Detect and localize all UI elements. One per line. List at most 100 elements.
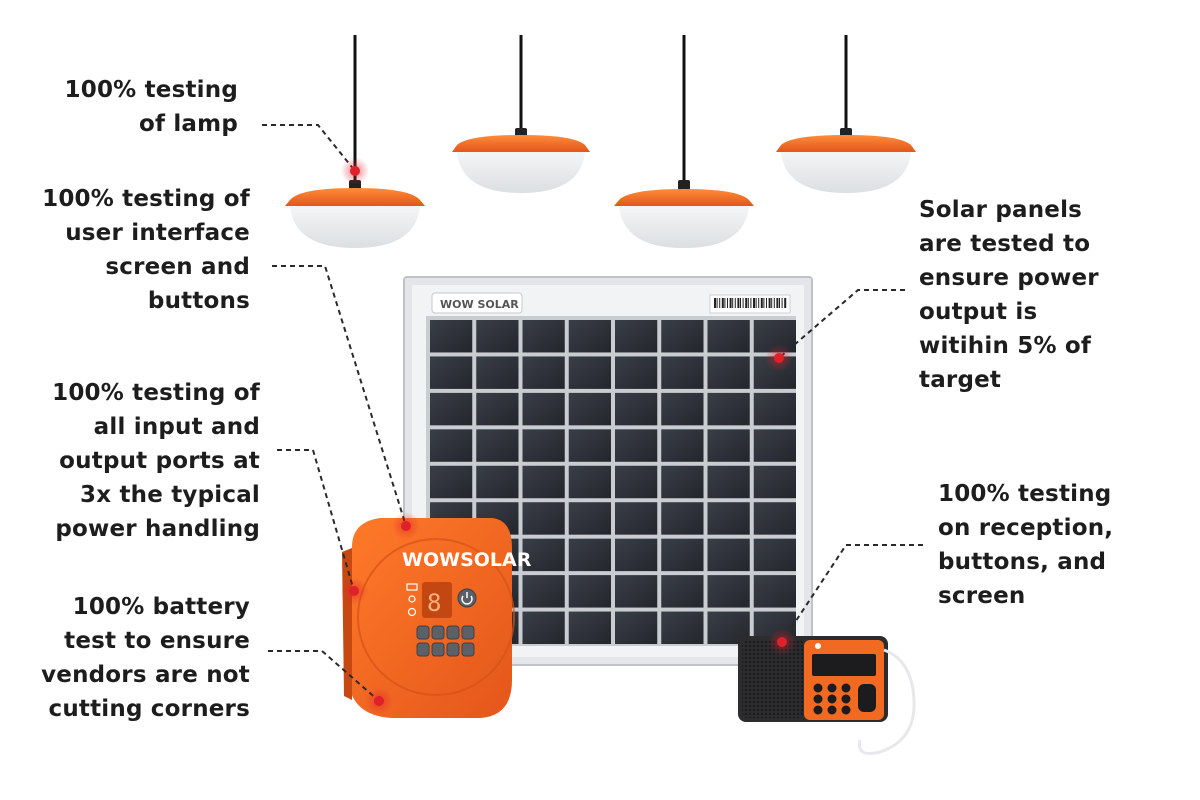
solar-cell (753, 575, 796, 608)
sun-icon (408, 595, 416, 603)
solar-cell (568, 611, 611, 644)
callout-solar-testing: Solar panels are tested to ensure power … (919, 197, 1099, 393)
radio-lanyard (857, 648, 916, 755)
marker-solar (765, 344, 793, 372)
controller-unit: WOWSOLAR 8 (342, 518, 532, 718)
barcode-bar (768, 298, 771, 308)
solar-cell (568, 429, 611, 462)
display-digits: 8 (427, 589, 441, 617)
solar-cell (753, 502, 796, 535)
solar-cell (661, 320, 704, 353)
solar-cell (661, 392, 704, 426)
solar-cell (568, 392, 611, 426)
solar-cell (522, 356, 565, 389)
solar-cell (522, 429, 565, 462)
clock-icon (407, 607, 417, 617)
barcode-bar (779, 298, 780, 308)
barcode-bar (745, 298, 748, 308)
controller-bezel (357, 538, 515, 696)
barcode-bar (714, 298, 716, 308)
barcode-bar (755, 298, 757, 308)
keypad-button (446, 625, 460, 640)
solar-cell (568, 502, 611, 535)
barcode-bar (753, 298, 755, 308)
radio-speaker-grille (742, 640, 804, 718)
barcode-bar (742, 298, 744, 308)
callout-ui-testing: 100% testing of user interface screen an… (42, 186, 250, 314)
barcode-bar (740, 298, 741, 308)
solar-cell (615, 575, 658, 608)
battery-icon (406, 583, 418, 591)
solar-cell (430, 356, 473, 389)
barcode-bar (747, 298, 749, 308)
solar-cell (568, 465, 611, 499)
solar-cell (476, 465, 519, 499)
barcode-bar (727, 298, 728, 308)
lamp-diffuser (290, 206, 420, 248)
barcode-bar (776, 298, 779, 308)
panel-logo-plate (431, 292, 523, 314)
leader-solar (778, 289, 905, 359)
solar-cell (476, 320, 519, 353)
barcode-bar (784, 298, 787, 308)
solar-cell (707, 392, 750, 426)
barcode-bar (763, 298, 765, 308)
leader-ports (277, 449, 355, 592)
solar-cell (476, 429, 519, 462)
lamp-2 (452, 35, 590, 193)
lamp-diffuser (457, 152, 585, 193)
leader-battery (268, 650, 380, 702)
marker-radio (768, 628, 796, 656)
solar-cell (707, 320, 750, 353)
barcode-bar (737, 298, 740, 308)
barcode-bar (773, 298, 775, 308)
lamp-3 (614, 35, 754, 248)
lamp-shade (614, 189, 754, 206)
callout-battery-testing: 100% battery test to ensure vendors are … (41, 594, 250, 722)
barcode-bar (781, 298, 783, 308)
lamp-shade (452, 135, 590, 152)
test-markers (340, 157, 796, 715)
solar-cell (430, 320, 473, 353)
lamp-shade (776, 135, 916, 152)
solar-cell (568, 320, 611, 353)
barcode-bar (760, 298, 763, 308)
panel-logo: WOW SOLAR (440, 298, 519, 311)
solar-cell (615, 538, 658, 572)
radio-keypad (813, 683, 876, 715)
solar-cell (707, 575, 750, 608)
keypad-button (461, 642, 475, 657)
solar-cell (707, 538, 750, 572)
lamp-shade (285, 188, 425, 206)
solar-cell (522, 392, 565, 426)
barcode-bar (724, 298, 726, 308)
barcode-bar (766, 298, 767, 308)
barcode-bar (719, 298, 721, 308)
radio-nav-pad (858, 684, 876, 712)
lamp-4 (776, 35, 916, 193)
solar-cell (522, 465, 565, 499)
solar-cell (615, 502, 658, 535)
radio-key (827, 694, 837, 704)
controller-display (422, 582, 452, 618)
panel-barcode (714, 298, 787, 308)
leader-radio (781, 544, 923, 643)
marker-ports (340, 577, 368, 605)
barcode-bar (729, 298, 732, 308)
keypad-button (461, 625, 475, 640)
barcode-bar (758, 298, 760, 308)
solar-cell (568, 538, 611, 572)
solar-cell (753, 538, 796, 572)
marker-ui (392, 512, 420, 540)
barcode-bar (750, 298, 752, 308)
controller-logo: WOWSOLAR (402, 549, 532, 571)
solar-cell (753, 392, 796, 426)
keypad-button (446, 642, 460, 657)
leader-lamp (262, 124, 356, 172)
solar-cell (615, 429, 658, 462)
lamp-cap (678, 180, 690, 190)
solar-cell (615, 611, 658, 644)
power-icon[interactable] (457, 588, 477, 608)
solar-cell (661, 465, 704, 499)
